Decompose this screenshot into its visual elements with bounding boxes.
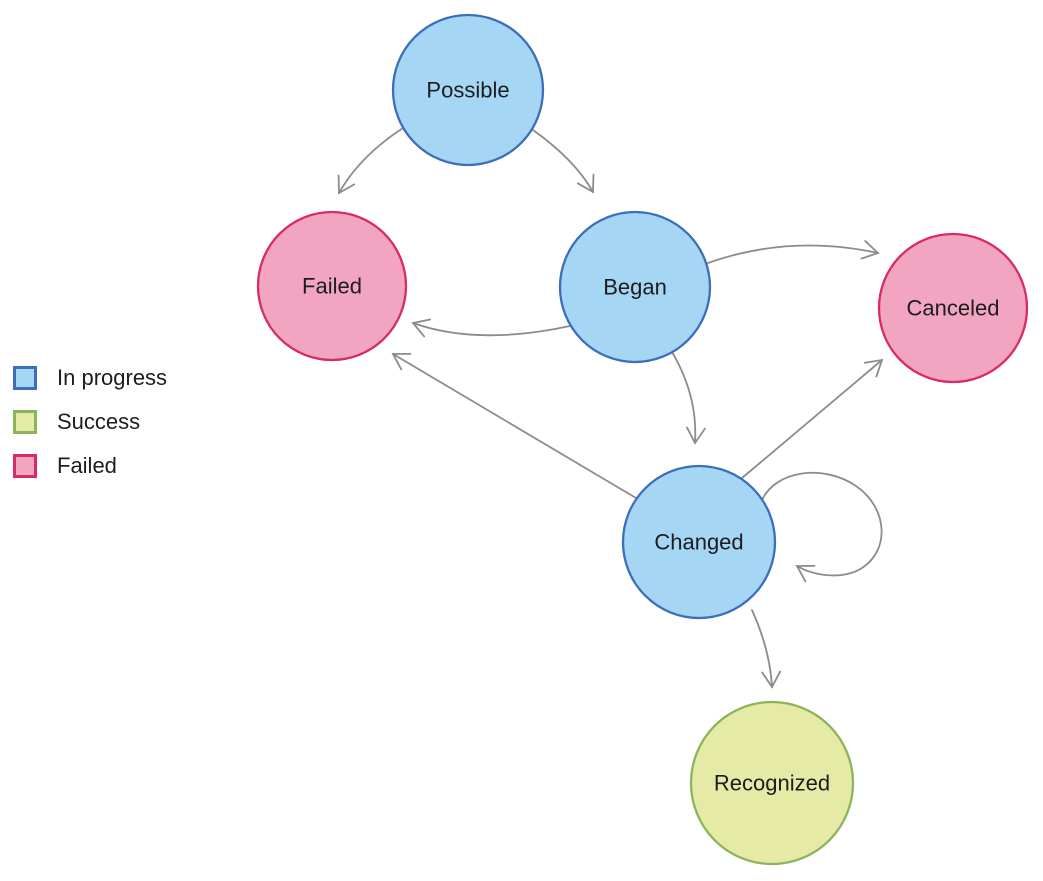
state-node-circle-failed (256, 210, 408, 362)
state-node-failed: Failed (256, 210, 408, 362)
legend-item-in_progress: In progress (13, 365, 168, 391)
state-node-circle-possible (391, 13, 545, 167)
state-node-label-recognized: Recognized (714, 771, 830, 796)
legend-swatch-in_progress (13, 366, 37, 391)
legend-item-success: Success (13, 409, 167, 435)
state-node-possible: Possible (391, 13, 545, 167)
state-node-label-canceled: Canceled (907, 296, 1000, 321)
transition-arrow-changed-to-canceled (741, 358, 884, 479)
state-node-began: Began (558, 210, 712, 364)
transition-arrow-changed-to-failed (391, 353, 637, 499)
transition-arrow-changed-to-changed (761, 472, 883, 583)
transition-arrow-began-to-changed (671, 351, 706, 445)
state-node-circle-recognized (689, 700, 855, 866)
edges-layer (337, 127, 884, 689)
transition-arrow-began-to-canceled (707, 240, 880, 264)
state-node-label-possible: Possible (426, 78, 509, 103)
legend-label-failed: Failed (57, 453, 117, 479)
legend-item-failed: Failed (13, 453, 167, 479)
state-node-canceled: Canceled (877, 232, 1029, 384)
state-node-recognized: Recognized (689, 700, 855, 866)
state-node-label-changed: Changed (654, 530, 743, 555)
state-node-circle-canceled (877, 232, 1029, 384)
transition-arrow-possible-to-failed (337, 127, 404, 195)
transition-arrow-changed-to-recognized (751, 609, 782, 689)
state-node-circle-began (558, 210, 712, 364)
state-node-label-began: Began (603, 275, 667, 300)
legend-label-in_progress: In progress (57, 365, 168, 390)
state-node-changed: Changed (621, 464, 777, 620)
legend-label-success: Success (57, 409, 141, 435)
legend-swatch-failed (13, 454, 37, 479)
transition-arrow-possible-to-began (532, 129, 595, 194)
legend-swatch-success (13, 410, 37, 435)
transition-arrow-began-to-failed (411, 318, 571, 338)
state-node-circle-changed (621, 464, 777, 620)
state-node-label-failed: Failed (302, 274, 362, 299)
